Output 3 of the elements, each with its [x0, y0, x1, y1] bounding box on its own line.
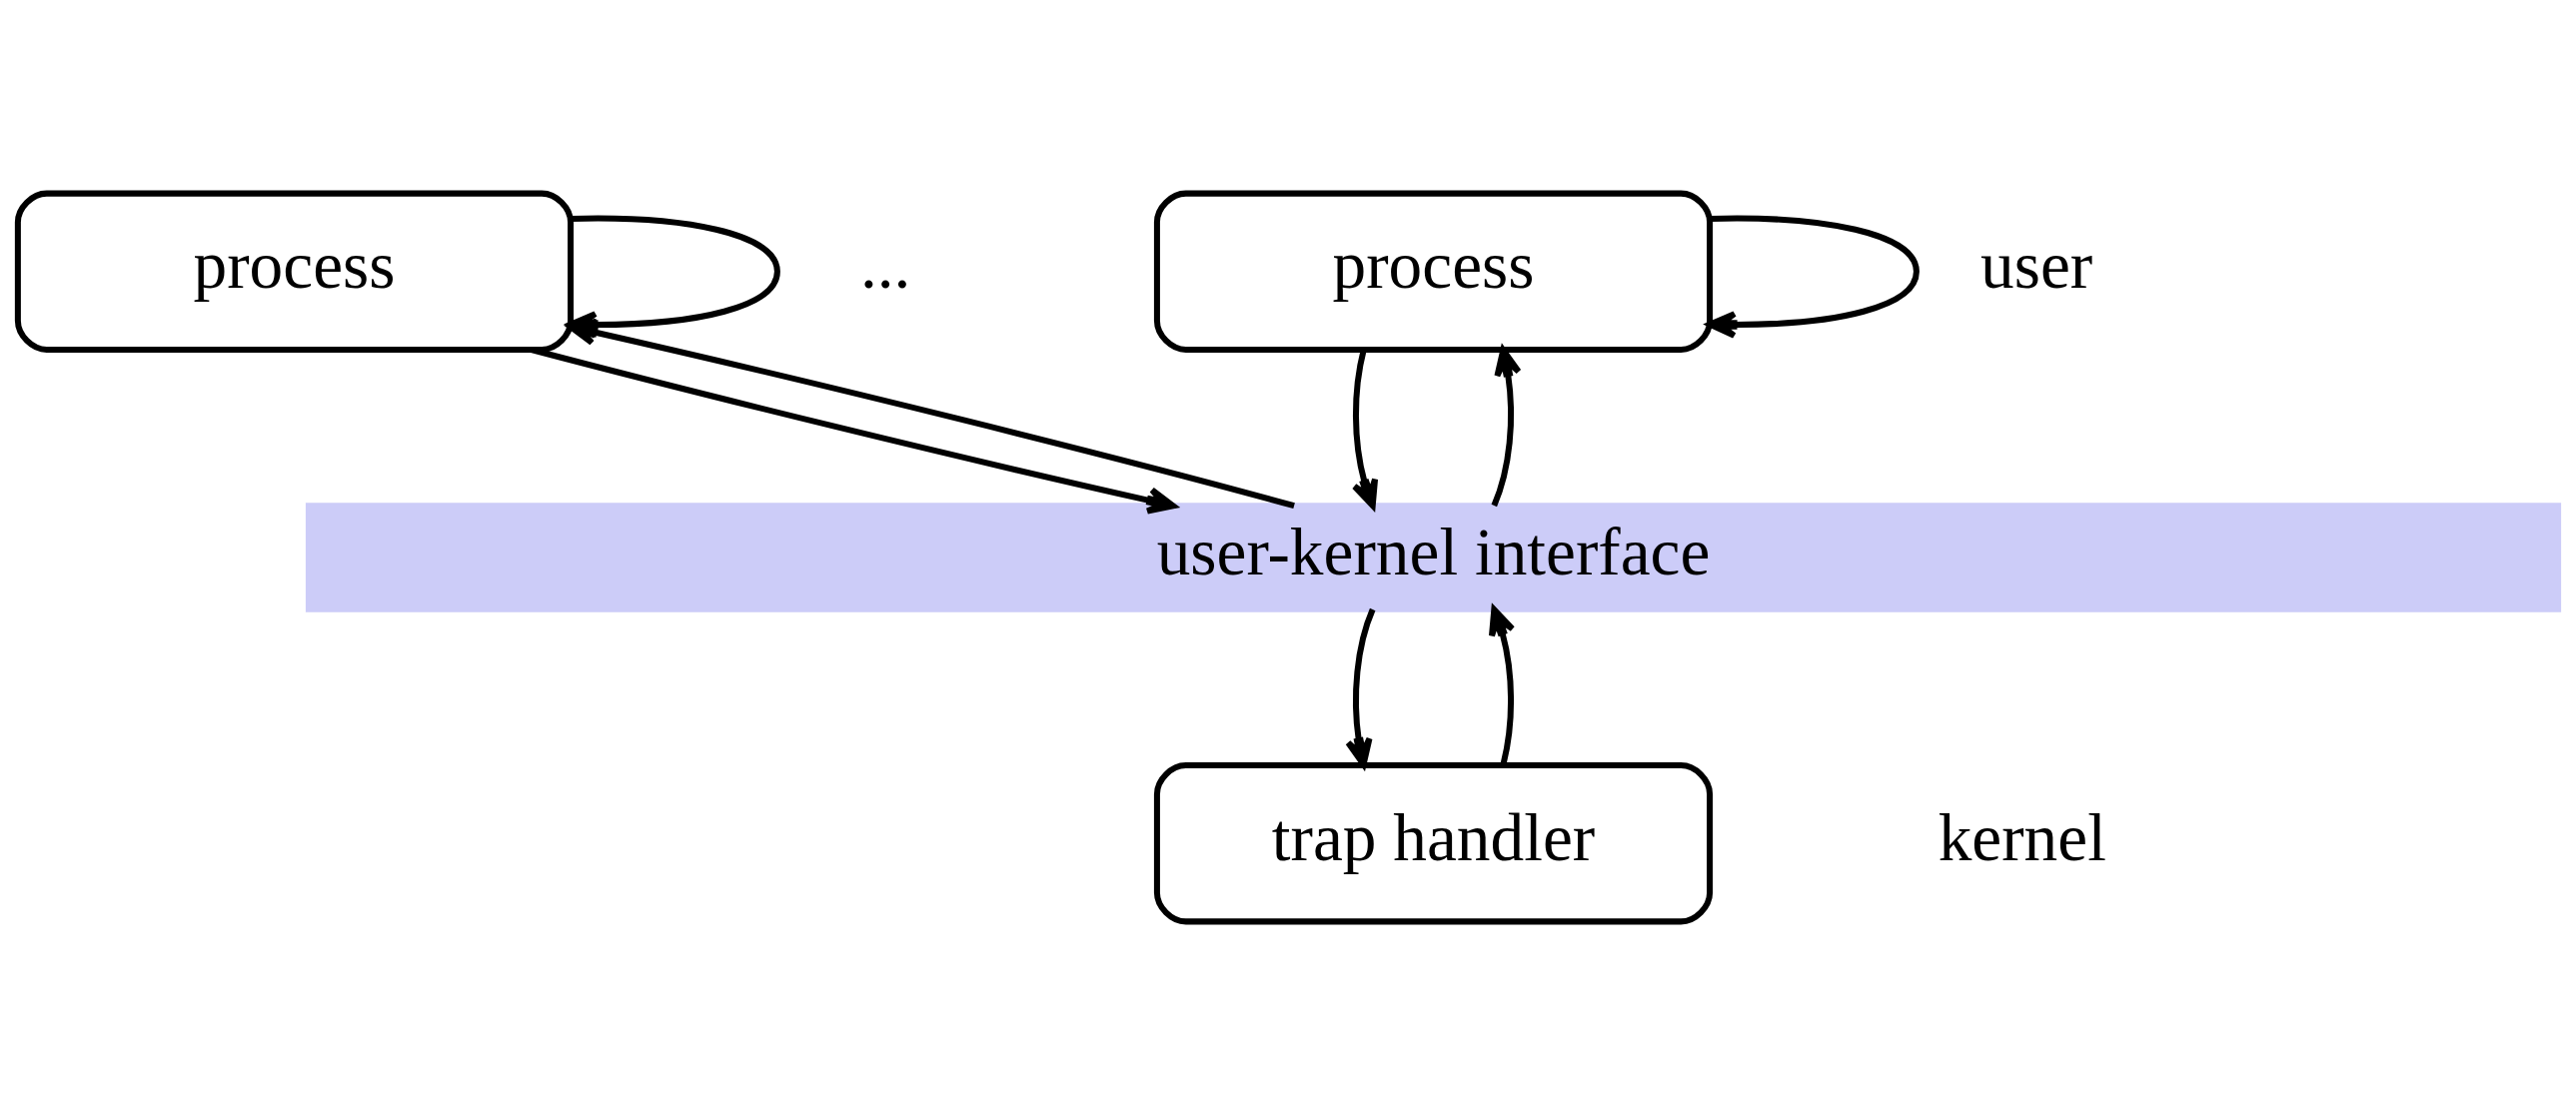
label: user: [1980, 227, 2093, 303]
label: kernel: [1937, 799, 2106, 875]
label: ...: [859, 227, 911, 303]
